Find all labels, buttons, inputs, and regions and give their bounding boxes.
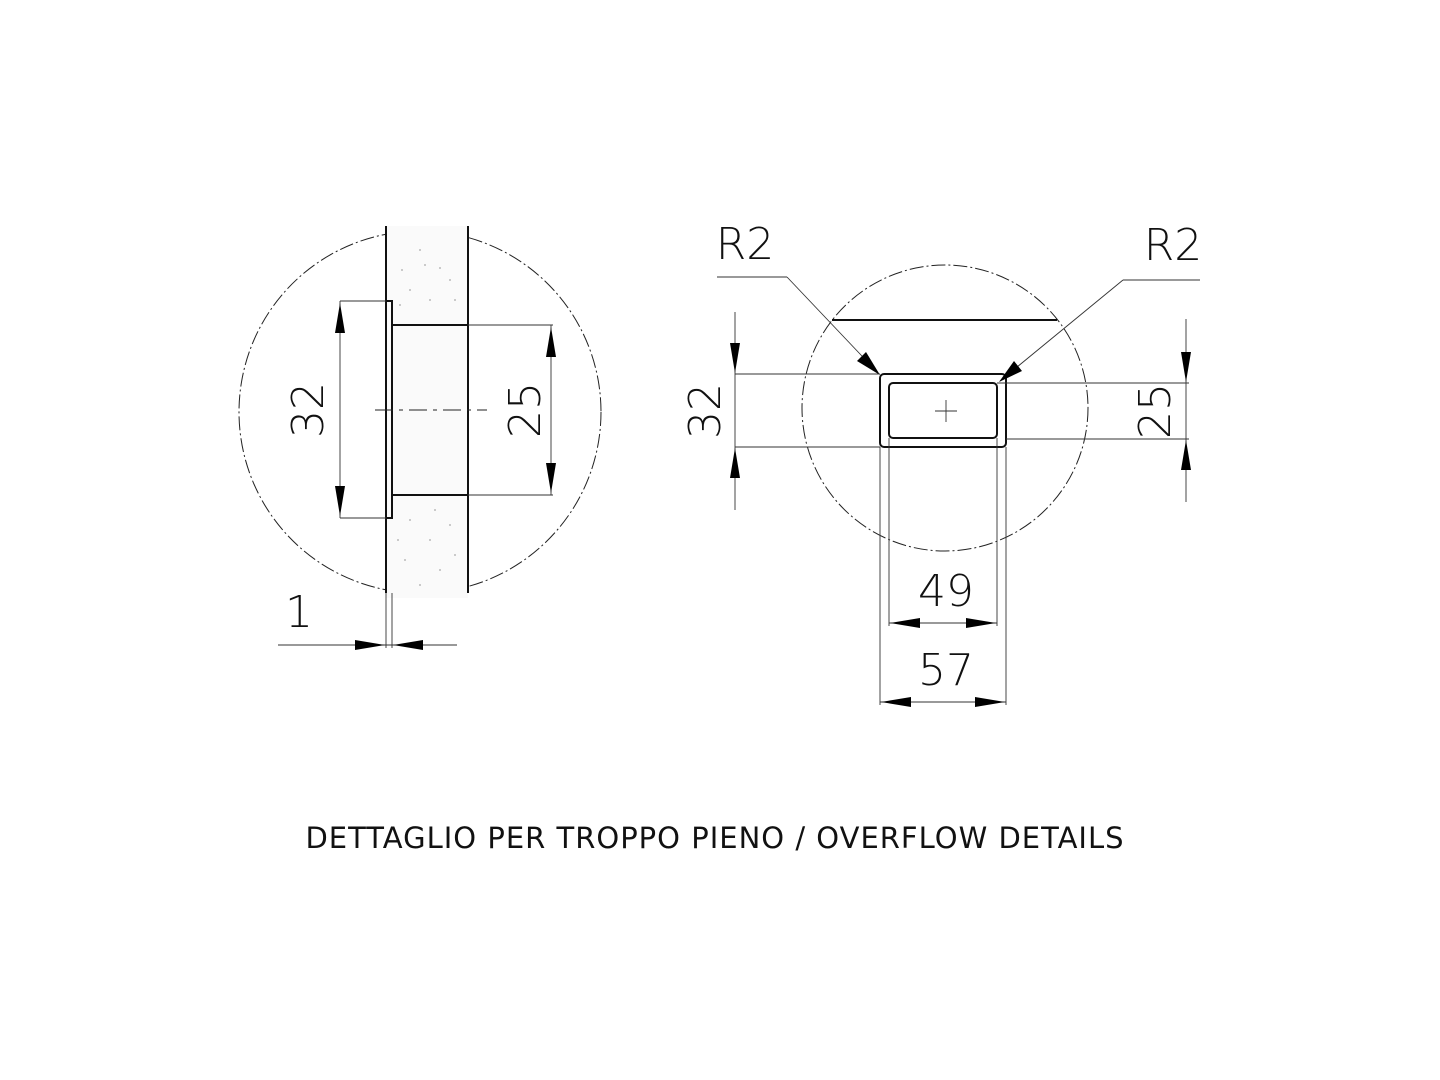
svg-text:R2: R2	[716, 219, 775, 270]
wall-panel	[385, 226, 469, 598]
svg-text:25: 25	[1130, 383, 1181, 439]
drawing-caption: DETTAGLIO PER TROPPO PIENO / OVERFLOW DE…	[305, 821, 1124, 855]
svg-text:25: 25	[500, 382, 551, 438]
dim-outer-height: 32	[680, 312, 880, 510]
svg-text:49: 49	[918, 566, 974, 617]
side-section-view: 32 25 1	[238, 226, 602, 650]
svg-text:1: 1	[285, 587, 313, 638]
inner-opening	[888, 382, 998, 439]
outer-opening	[879, 373, 1007, 448]
detail-circle-left	[238, 230, 602, 594]
detail-circle-right	[801, 264, 1089, 552]
dim-body-height: 25	[468, 324, 556, 496]
dim-inner-width: 49	[888, 438, 998, 628]
svg-text:R2: R2	[1144, 220, 1203, 271]
front-view: R2 R2 32 25	[680, 219, 1202, 707]
radius-left-callout: R2	[716, 219, 880, 375]
svg-text:32: 32	[680, 383, 731, 439]
dim-inner-height: 25	[997, 319, 1191, 502]
svg-text:57: 57	[918, 645, 974, 696]
svg-text:32: 32	[283, 382, 334, 438]
radius-right-callout: R2	[999, 220, 1202, 382]
dim-flange-thickness: 1	[278, 587, 457, 650]
dim-outer-width: 57	[879, 447, 1007, 707]
dim-flange-height: 32	[283, 300, 386, 519]
